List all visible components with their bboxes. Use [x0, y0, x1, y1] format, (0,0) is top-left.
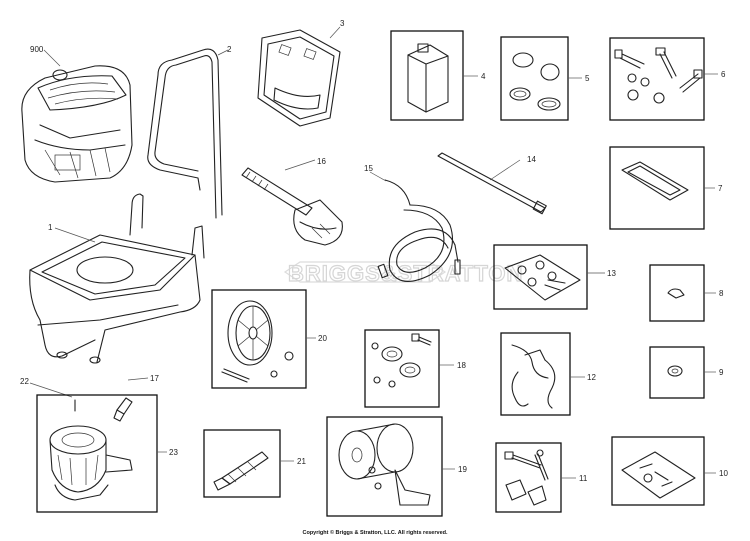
part-13-parts-bag[interactable]: 13 [493, 244, 616, 310]
part-5-cap-kit[interactable]: 5 [500, 36, 590, 121]
label-15: 15 [364, 164, 373, 173]
label-900: 900 [30, 45, 44, 54]
label-18: 18 [457, 361, 466, 370]
part-18-bearing-kit[interactable]: 18 [364, 329, 466, 408]
label-12: 12 [587, 373, 596, 382]
part-3-bracket[interactable]: 3 [257, 19, 345, 127]
part-8-fitting[interactable]: 8 [649, 264, 724, 322]
part-9-nut[interactable]: 9 [649, 346, 724, 399]
part-22-pin[interactable]: 22 [20, 377, 76, 412]
copyright-notice: Copyright © Briggs & Stratton, LLC. All … [302, 530, 448, 536]
label-20: 20 [318, 334, 327, 343]
part-11-fittings[interactable]: 11 [495, 442, 588, 513]
label-3: 3 [340, 19, 345, 28]
label-17: 17 [150, 374, 159, 383]
label-22: 22 [20, 377, 29, 386]
part-14-wand[interactable]: 14 [437, 152, 547, 215]
label-21: 21 [297, 457, 306, 466]
label-10: 10 [719, 469, 728, 478]
label-9: 9 [719, 368, 724, 377]
part-19-hose-reel[interactable]: 19 [326, 416, 467, 517]
part-6-bolt-kit[interactable]: 6 [609, 37, 726, 121]
part-15-hose[interactable]: 15 [364, 164, 461, 282]
label-14: 14 [527, 155, 536, 164]
label-4: 4 [481, 72, 486, 81]
label-5: 5 [585, 74, 590, 83]
label-23: 23 [169, 448, 178, 457]
label-13: 13 [607, 269, 616, 278]
label-6: 6 [721, 70, 726, 79]
label-16: 16 [317, 157, 326, 166]
label-11: 11 [579, 474, 588, 483]
part-1-frame[interactable]: 1 [29, 193, 205, 364]
label-2: 2 [227, 45, 232, 54]
label-8: 8 [719, 289, 724, 298]
part-4-oil-bottle[interactable]: 4 [390, 30, 486, 121]
label-1: 1 [48, 223, 53, 232]
part-12-hose-kit[interactable]: 12 [500, 332, 596, 416]
label-19: 19 [458, 465, 467, 474]
part-21-nozzle[interactable]: 21 [203, 429, 306, 498]
part-20-wheel[interactable]: 20 [211, 289, 327, 389]
part-10-parts-bag[interactable]: 10 [611, 436, 728, 506]
part-23-pump[interactable]: 23 [36, 394, 178, 513]
watermark: BRIGGS&STRATTON [283, 260, 523, 287]
part-17-inlet-fitting[interactable]: 17 [113, 374, 159, 422]
label-7: 7 [718, 184, 723, 193]
part-7-clip[interactable]: 7 [609, 146, 723, 230]
watermark-text: BRIGGS&STRATTON [288, 261, 523, 286]
part-2-handle[interactable]: 2 [147, 45, 232, 219]
part-16-spray-gun[interactable]: 16 [241, 157, 343, 246]
part-900-engine[interactable]: 900 [21, 45, 133, 183]
